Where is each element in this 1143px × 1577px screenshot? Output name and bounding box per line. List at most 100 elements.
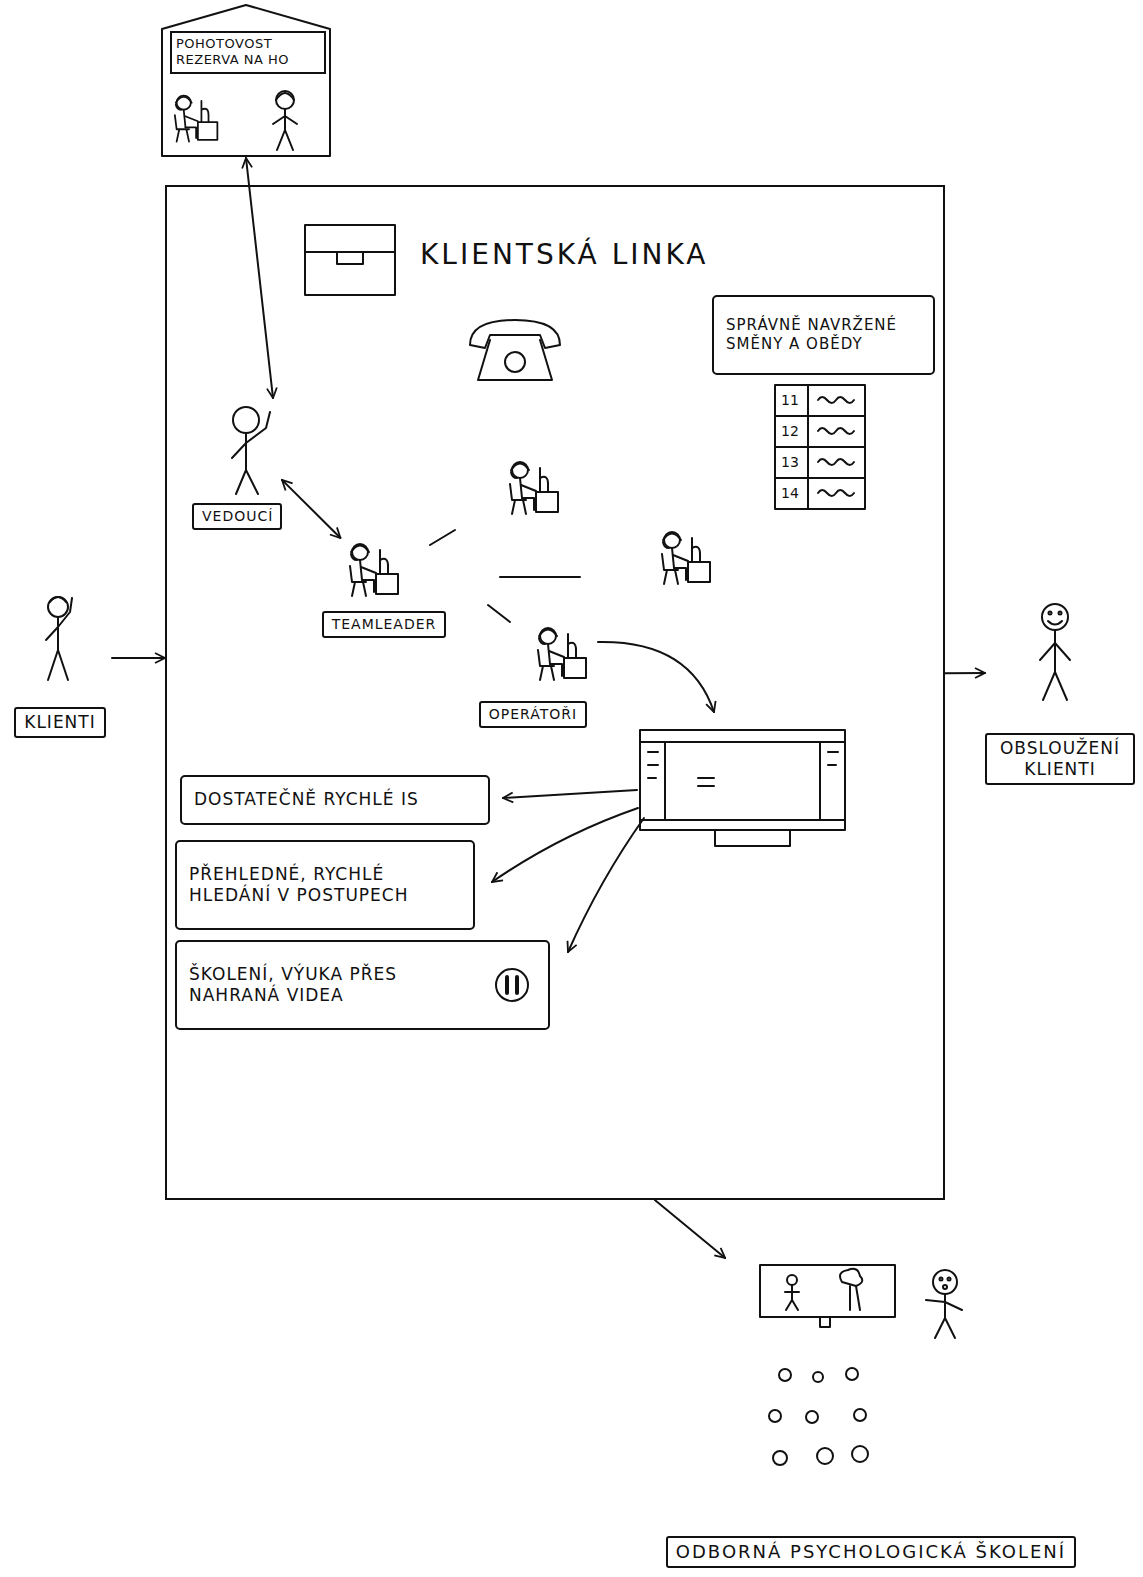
operator-figures [430,530,580,622]
monitor-screen [640,730,845,830]
table-cell-number: 14 [781,485,799,502]
training-scene [787,1275,797,1285]
client-figure [50,597,66,602]
pause-icon [496,969,528,1001]
served-clients-node: OBSLOUŽENÍ KLIENTI [985,595,1135,785]
screen-arrows [492,808,638,882]
role-label: ODBORNÁ PSYCHOLOGICKÁ ŠKOLENÍ [666,1536,1076,1569]
box-text: DOSTATEČNĚ RYCHLÉ IS [194,789,476,810]
operator-figures [350,462,710,680]
client-figure [48,597,68,617]
telephone-icon [470,320,560,380]
shift-table [818,490,854,496]
shift-table [775,385,865,509]
box-text: SPRÁVNĚ NAVRŽENÉ SMĚNY A OBĚDY [726,316,921,354]
house-outline [160,3,332,158]
telephone-icon [505,352,525,372]
procedures-box: PŘEHLEDNÉ, RYCHLÉ HLEDÁNÍ V POSTUPECH [175,840,475,930]
client-line-frame: KLIENTSKÁ LINKA SPRÁVNĚ NAVRŽENÉ SMĚNY A … [165,185,945,1200]
served-client-figure [1048,621,1062,625]
manager-figure [232,407,270,494]
home-office-figures [276,93,294,100]
box-text: PŘEHLEDNÉ, RYCHLÉ HLEDÁNÍ V POSTUPECH [189,864,461,907]
operator-figures [662,532,710,584]
operators-node: OPERÁTOŘI [458,618,608,728]
psych-training-node: ODBORNÁ PSYCHOLOGICKÁ ŠKOLENÍ [665,1258,1077,1568]
training-scene [779,1369,791,1381]
training-scene [806,1411,818,1423]
connector-arrow [945,672,985,674]
table-cell-number: 13 [781,454,799,471]
training-scene [785,1285,799,1310]
shift-table [818,397,854,403]
training-scene [854,1409,866,1421]
training-scene [926,1294,962,1338]
training-scene [820,1317,830,1327]
role-label: KLIENTI [14,707,106,738]
shift-table [818,428,854,434]
pause-icon [507,977,517,993]
clients-node: KLIENTI [8,590,112,738]
training-scene [948,1278,951,1281]
house-outline [162,5,330,156]
teamleader-node: TEAMLEADER [320,538,448,638]
role-label: VEDOUCÍ [192,503,282,531]
operator-figures [538,628,586,680]
home-office-figures [273,109,297,150]
house-label: POHOTOVOST REZERVA NA HO [170,31,326,74]
table-cell-number: 11 [781,392,799,409]
table-cell-number: 12 [781,423,799,440]
screen-arrows [598,642,714,712]
screen-arrows [503,790,637,798]
monitor-screen [648,752,838,778]
connector-arrow [655,1200,725,1258]
monitor-screen [715,830,790,846]
manager-node: VEDOUCÍ [192,398,282,530]
operator-figures [350,544,398,596]
frame-heading: KLIENTSKÁ LINKA [420,237,708,272]
served-client-figure [1042,604,1068,630]
served-client-figure [1059,612,1062,615]
connector-arrow [246,158,273,398]
role-label: OBSLOUŽENÍ KLIENTI [985,733,1135,786]
manager-figure [233,407,259,433]
served-client-figure [1040,604,1070,700]
client-figure [46,598,72,680]
shift-table [775,385,865,509]
client-figure [46,597,72,680]
info-system-box: DOSTATEČNĚ RYCHLÉ IS [180,775,490,825]
training-scene [940,1278,943,1281]
training-scene [840,1269,862,1286]
training-scene [813,1372,823,1382]
training-scene [933,1270,957,1294]
served-client-figure [1049,612,1052,615]
training-scene [769,1410,781,1422]
shift-plan-box: SPRÁVNĚ NAVRŽENÉ SMĚNY A OBĚDY [712,295,935,375]
role-label: TEAMLEADER [322,611,447,639]
training-scene [760,1265,895,1317]
training-box: ŠKOLENÍ, VÝUKA PŘES NAHRANÁ VIDEA [175,940,550,1030]
home-office-figures [175,91,297,150]
pause-icon [496,969,528,1001]
home-office-figures [175,96,218,142]
monitor-screen [640,730,845,846]
screen-arrows [568,818,644,952]
operator-figures [510,462,558,514]
manager-figure [232,412,270,494]
training-scene [846,1368,858,1380]
connector-arrow [112,657,165,659]
role-label: OPERÁTOŘI [479,701,587,729]
shift-table [775,385,865,509]
shift-table [818,459,854,465]
chest-icon [305,225,395,295]
chest-icon [337,252,363,264]
telephone-icon [478,340,552,380]
sketch-illustration [46,91,1070,1465]
training-scene [817,1448,833,1464]
home-office-figures [276,91,294,109]
telephone-icon [470,320,560,348]
monitor-screen [640,742,845,820]
